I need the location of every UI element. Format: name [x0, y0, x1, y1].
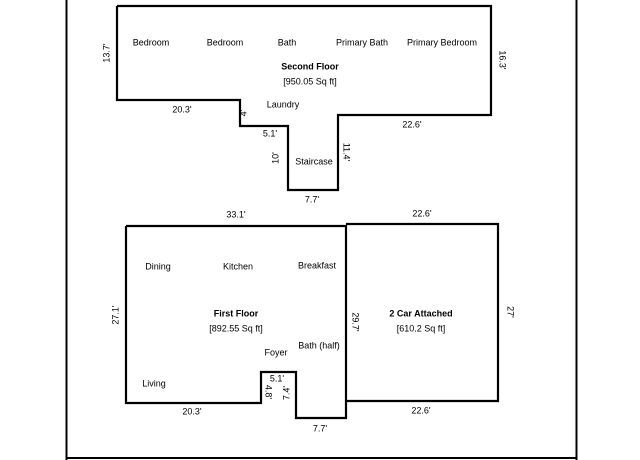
- dim-second-notch-horizontal: 5.1': [262, 128, 278, 139]
- dim-second-bottom-right: 22.6': [402, 119, 422, 130]
- second-floor-area: [950.05 Sq ft]: [283, 76, 337, 87]
- dim-first-left: 27.1': [110, 305, 121, 325]
- garage-area: [610.2 Sq ft]: [396, 323, 446, 334]
- first-floor-title: First Floor: [213, 308, 259, 319]
- garage-title: 2 Car Attached: [389, 308, 453, 319]
- dim-second-notch-vertical: 4': [238, 109, 249, 117]
- dim-stair-bottom: 7.7': [304, 194, 320, 205]
- dim-first-notch-horizontal: 5.1': [269, 373, 285, 384]
- dim-garage-right: 27': [505, 306, 516, 318]
- dim-garage-top: 22.6': [412, 208, 432, 219]
- room-label-bedroom-2: Bedroom: [206, 37, 244, 48]
- second-floor-title: Second Floor: [281, 61, 339, 72]
- room-label-breakfast: Breakfast: [297, 260, 337, 271]
- dim-shared-wall: 29.7': [350, 312, 361, 332]
- room-label-foyer: Foyer: [264, 347, 288, 358]
- room-label-laundry: Laundry: [266, 99, 300, 110]
- second-floor-outline: [115, 4, 493, 192]
- room-label-kitchen: Kitchen: [222, 261, 254, 272]
- garage-outline: [346, 222, 500, 403]
- dim-second-left: 13.7': [101, 43, 112, 63]
- dim-stair-left: 10': [270, 152, 281, 164]
- room-label-primary-bedroom: Primary Bedroom: [406, 37, 478, 48]
- first-floor-area: [892.55 Sq ft]: [209, 323, 263, 334]
- dim-first-bottom-left: 20.3': [182, 406, 202, 417]
- dim-first-top: 33.1': [226, 209, 246, 220]
- dim-garage-bottom: 22.6': [411, 405, 431, 416]
- dim-second-bottom-left: 20.3': [172, 104, 192, 115]
- dim-foyer-left: 7.4': [281, 385, 292, 401]
- room-label-dining: Dining: [145, 261, 171, 272]
- dim-first-bottom: 7.7': [312, 423, 328, 434]
- room-label-bath-half: Bath (half): [298, 340, 340, 351]
- first-floor-outline: [124, 224, 348, 420]
- room-label-bedroom-1: Bedroom: [132, 37, 170, 48]
- dim-first-notch-vertical: 4.8': [263, 384, 274, 400]
- room-label-staircase: Staircase: [295, 156, 333, 167]
- dim-stair-right: 11.4': [341, 142, 352, 162]
- dim-second-right: 16.3': [497, 50, 508, 70]
- room-label-living: Living: [142, 378, 166, 389]
- room-label-primary-bath: Primary Bath: [335, 37, 389, 48]
- room-label-bath: Bath: [277, 37, 297, 48]
